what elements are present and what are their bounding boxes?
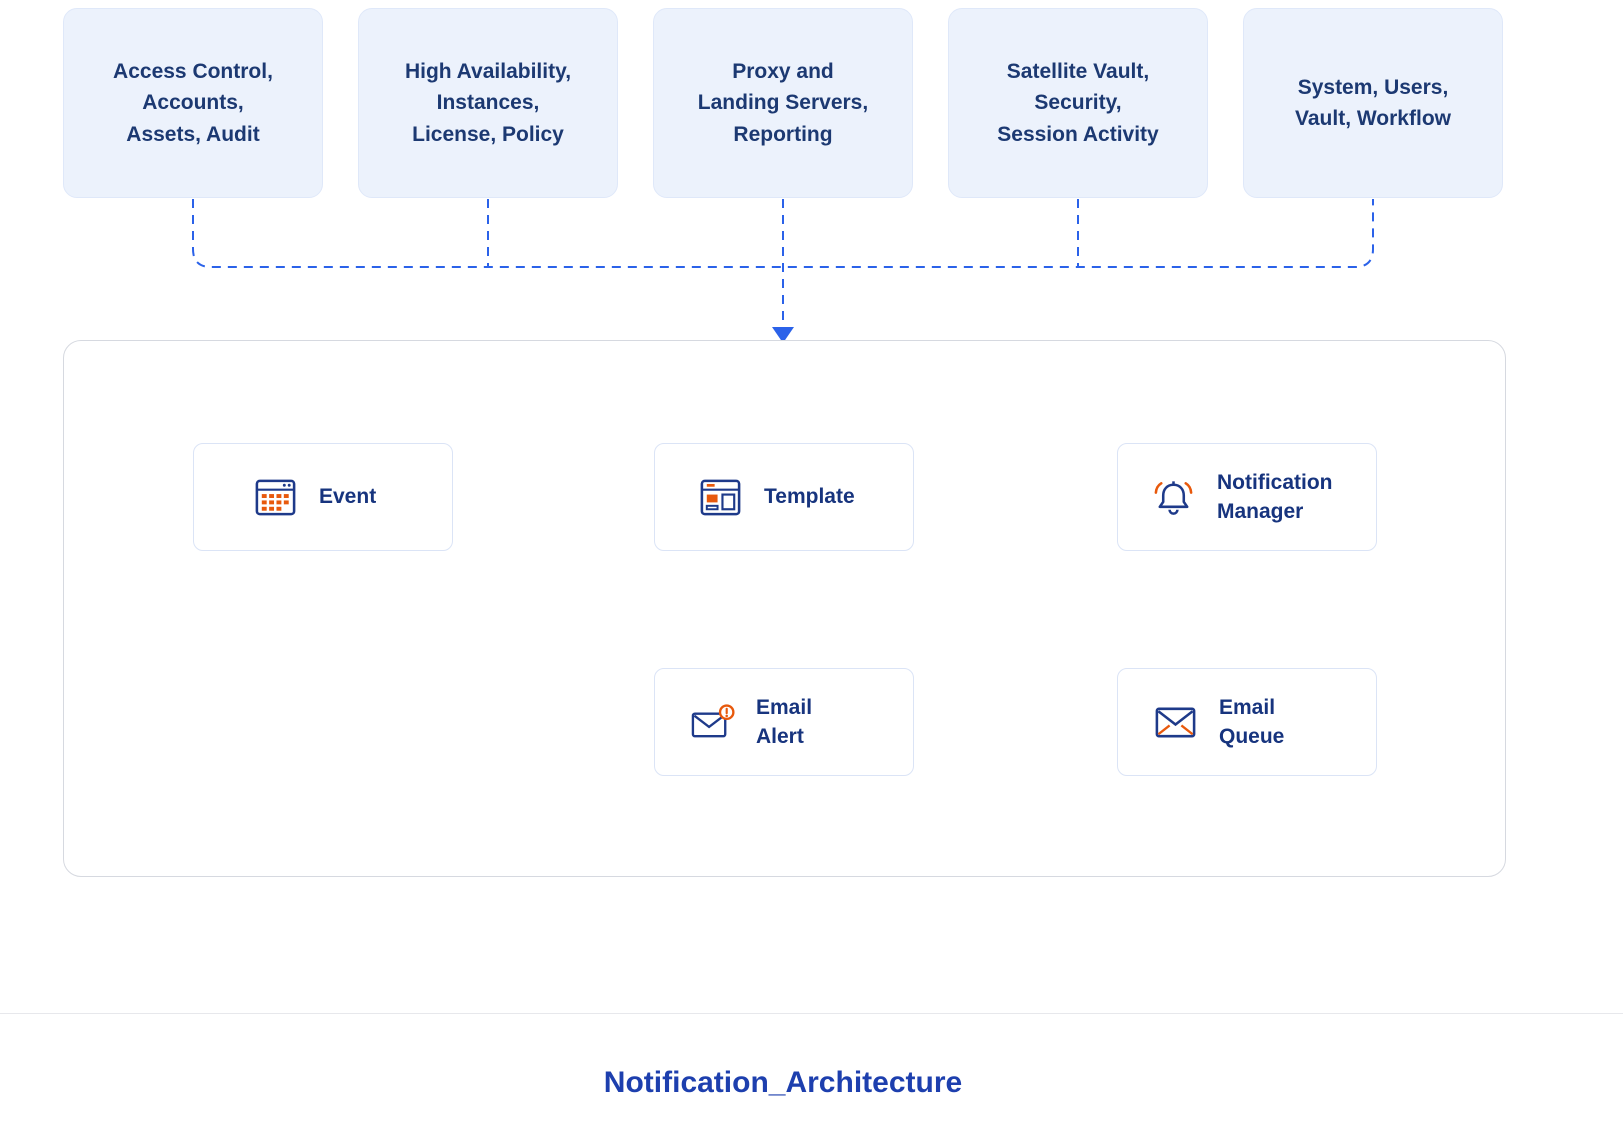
calendar-grid-icon (252, 474, 299, 521)
top-box-label: System, Users, Vault, Workflow (1295, 75, 1451, 131)
email-queue-icon (1152, 699, 1199, 746)
footer-divider (0, 1013, 1623, 1014)
top-box-high-availability: High Availability, Instances, License, P… (358, 8, 618, 198)
top-box-label: High Availability, Instances, License, P… (404, 59, 572, 146)
node-label: Notification Manager (1217, 470, 1333, 523)
node-email-queue: Email Queue (1117, 668, 1377, 776)
top-box-label: Access Control, Accounts, Assets, Audit (113, 59, 273, 146)
top-box-label: Proxy and Landing Servers, Reporting (697, 59, 869, 146)
bus-connector-left-right (192, 199, 1374, 268)
node-email-alert: Email Alert (654, 668, 914, 776)
notification-system-container (63, 340, 1506, 877)
node-event: Event (193, 443, 453, 551)
node-label: Email Alert (756, 695, 813, 748)
email-alert-icon (689, 699, 736, 746)
diagram-title: Notification_Architecture (603, 1066, 963, 1099)
top-box-proxy-landing: Proxy and Landing Servers, Reporting (653, 8, 913, 198)
node-label: Event (319, 485, 377, 509)
top-box-access-control: Access Control, Accounts, Assets, Audit (63, 8, 323, 198)
node-label: Email Queue (1219, 695, 1285, 748)
node-label: Template (764, 485, 855, 509)
bell-icon (1150, 474, 1197, 521)
node-template: Template (654, 443, 914, 551)
top-box-label: Satellite Vault, Security, Session Activ… (997, 59, 1159, 146)
diagram-title-container: Notification_Architecture (0, 1066, 1566, 1100)
top-box-satellite-vault: Satellite Vault, Security, Session Activ… (948, 8, 1208, 198)
top-box-system-users: System, Users, Vault, Workflow (1243, 8, 1503, 198)
node-notification-manager: Notification Manager (1117, 443, 1377, 551)
template-window-icon (697, 474, 744, 521)
